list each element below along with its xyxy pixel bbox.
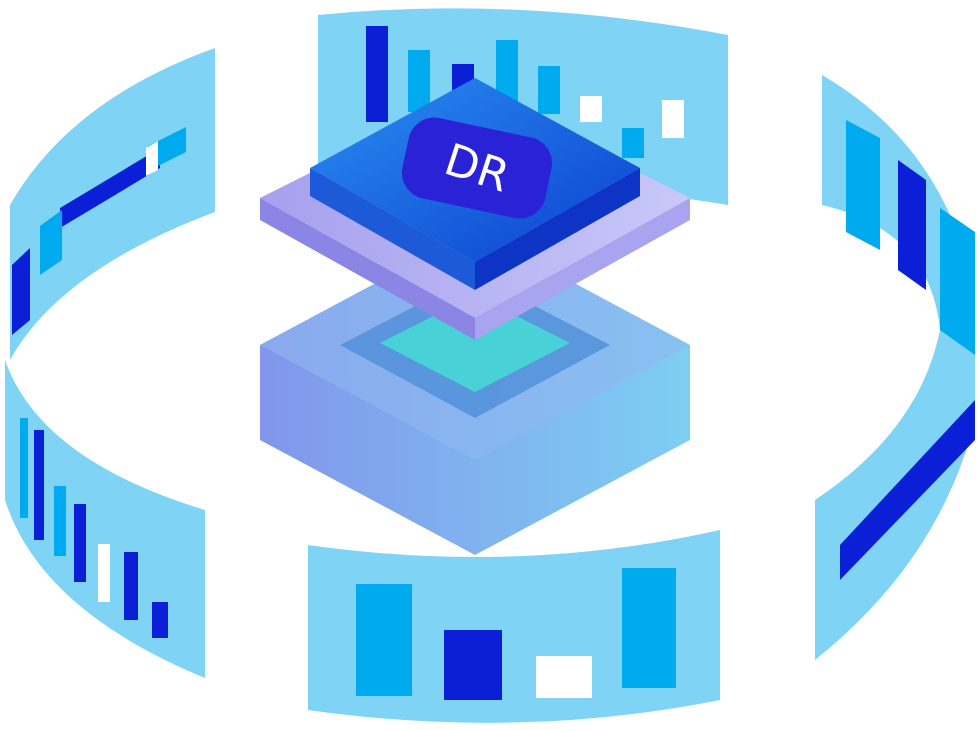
chart-panel-left-bottom <box>5 360 205 678</box>
base-platform <box>260 230 690 555</box>
chart-panel-left-top <box>10 48 215 360</box>
chip-badge <box>401 117 553 219</box>
dr-chip: DR <box>260 78 690 340</box>
chart-panel-right <box>815 75 975 660</box>
chart-panel-bottom <box>308 530 720 723</box>
